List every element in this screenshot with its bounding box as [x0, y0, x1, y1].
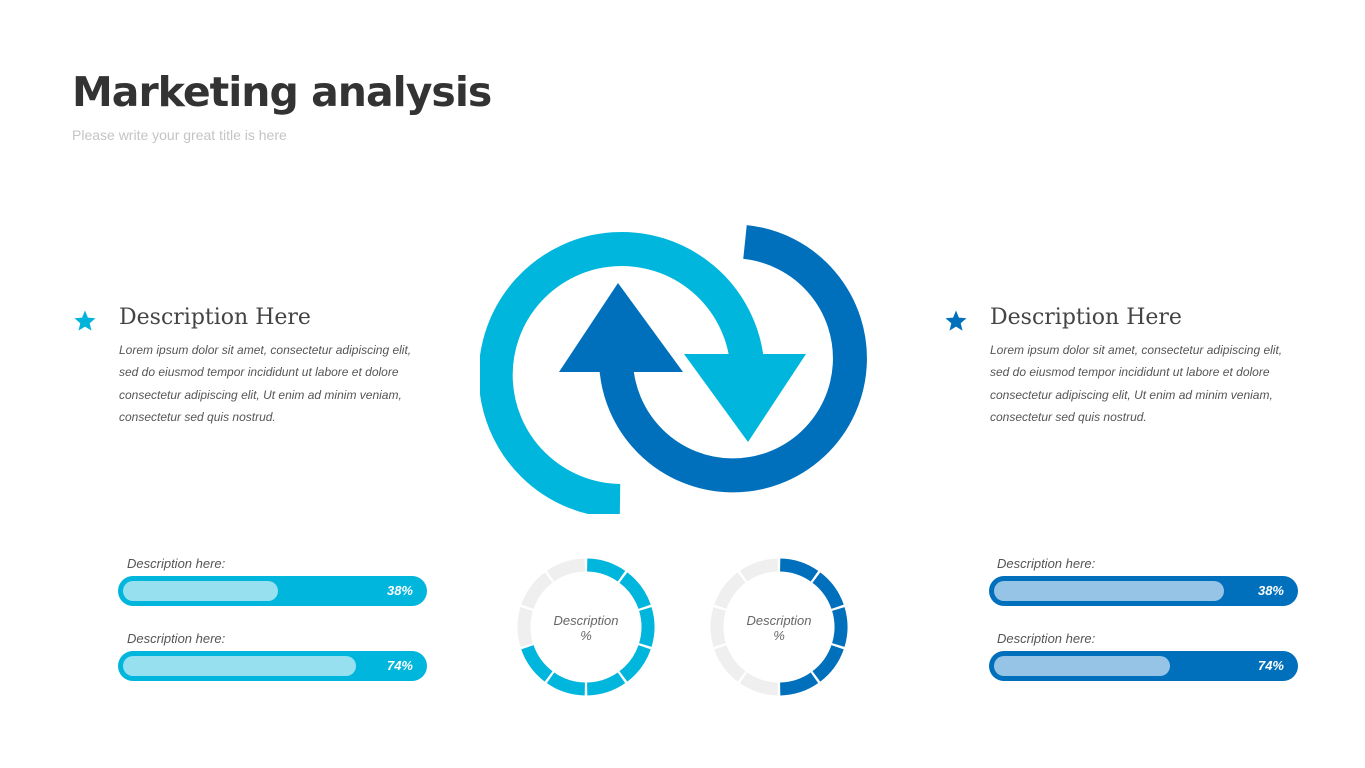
right-body-text: Lorem ipsum dolor sit amet, consectetur …: [990, 343, 1283, 424]
right-bar-2-label: Description here:: [997, 631, 1096, 646]
left-bar-2-label: Description here:: [127, 631, 226, 646]
circular-arrows-icon: [478, 214, 890, 518]
donut-segment-filled: [586, 558, 626, 582]
left-progress-bar-1: 38%: [118, 576, 427, 606]
donut-chart-1: Description %: [516, 557, 656, 697]
donut-segment-empty: [714, 572, 746, 610]
donut-label-line2: %: [580, 628, 592, 643]
progress-fill: [994, 581, 1224, 601]
donut-segment-filled: [779, 558, 819, 582]
left-progress-bar-2: 74%: [118, 651, 427, 681]
progress-percent: 74%: [386, 658, 413, 673]
donut-segment-empty: [739, 558, 779, 582]
donut-segment-empty: [714, 644, 746, 682]
right-progress-bar-1: 38%: [989, 576, 1298, 606]
page-title: Marketing analysis: [72, 68, 492, 116]
donut-label-line1: Description: [553, 613, 619, 628]
donut-segment-empty: [517, 607, 533, 647]
right-progress-bar-2: 74%: [989, 651, 1298, 681]
donut-segment-filled: [619, 572, 651, 610]
donut-segment-empty: [739, 672, 779, 696]
donut-segment-filled: [779, 672, 819, 696]
donut-ring: [517, 558, 655, 696]
donut-label-line2: %: [773, 628, 785, 643]
left-body-text: Lorem ipsum dolor sit amet, consectetur …: [119, 343, 412, 424]
page-subtitle: Please write your great title is here: [72, 127, 287, 143]
left-heading: Description Here: [119, 305, 311, 330]
donut-segment-filled: [832, 607, 848, 647]
progress-percent: 38%: [386, 583, 413, 598]
right-heading: Description Here: [990, 305, 1182, 330]
star-icon: [945, 310, 967, 331]
donut-segment-empty: [546, 558, 586, 582]
donut-label: Description %: [516, 613, 656, 643]
left-bar-1-label: Description here:: [127, 556, 226, 571]
star-icon: [74, 310, 96, 331]
donut-segment-filled: [812, 644, 844, 682]
donut-segment-filled: [619, 644, 651, 682]
donut-segment-empty: [521, 572, 553, 610]
progress-fill: [123, 656, 356, 676]
progress-fill: [123, 581, 278, 601]
donut-chart-2: Description %: [709, 557, 849, 697]
progress-percent: 74%: [1257, 658, 1284, 673]
donut-segment-filled: [586, 672, 626, 696]
donut-segment-filled: [812, 572, 844, 610]
progress-percent: 38%: [1257, 583, 1284, 598]
donut-ring: [710, 558, 848, 696]
donut-label: Description %: [709, 613, 849, 643]
progress-fill: [994, 656, 1170, 676]
right-bar-1-label: Description here:: [997, 556, 1096, 571]
donut-segment-filled: [521, 644, 553, 682]
donut-label-line1: Description: [746, 613, 812, 628]
donut-segment-empty: [710, 607, 726, 647]
donut-segment-filled: [546, 672, 586, 696]
donut-segment-filled: [639, 607, 655, 647]
